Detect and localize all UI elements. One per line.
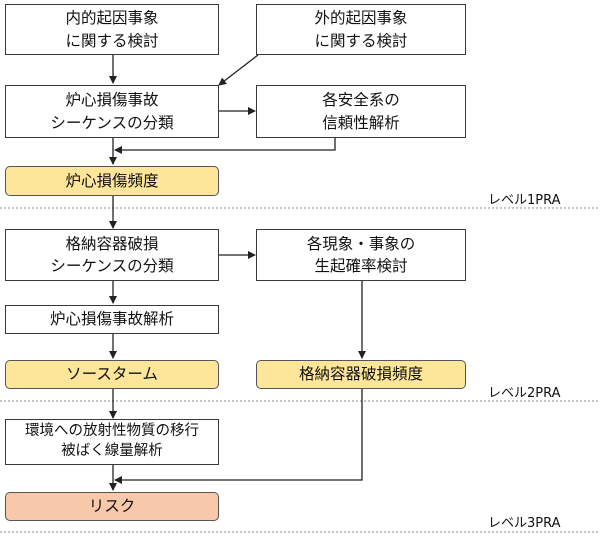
core-damage-sequence-classification-box: 炉心損傷事故 シーケンスの分類 bbox=[5, 85, 219, 138]
arrow-external-to-classification bbox=[218, 54, 259, 86]
containment-failure-sequence-classification-box: 格納容器破損 シーケンスの分類 bbox=[5, 229, 219, 281]
level1-label: レベル1PRA bbox=[488, 193, 561, 208]
arrow-reliability-to-frequency bbox=[114, 138, 336, 154]
arrow-failure-frequency-to-risk bbox=[114, 389, 363, 484]
source-term-box: ソースターム bbox=[5, 360, 219, 389]
level3-label: レベル3PRA bbox=[488, 516, 561, 531]
core-damage-frequency-box: 炉心損傷頻度 bbox=[5, 166, 219, 196]
safety-system-reliability-box: 各安全系の 信頼性解析 bbox=[256, 85, 466, 138]
core-damage-accident-analysis-box: 炉心損傷事故解析 bbox=[5, 305, 219, 334]
phenomena-probability-box: 各現象・事象の 生起確率検討 bbox=[256, 229, 466, 281]
external-events-box: 外的起因事象 に関する検討 bbox=[256, 4, 466, 55]
risk-box: リスク bbox=[5, 492, 219, 521]
level2-label: レベル2PRA bbox=[488, 386, 561, 401]
internal-events-box: 内的起因事象 に関する検討 bbox=[5, 4, 219, 55]
containment-failure-frequency-box: 格納容器破損頻度 bbox=[256, 360, 466, 389]
environmental-transport-dose-analysis-box: 環境への放射性物質の移行 被ばく線量解析 bbox=[5, 419, 219, 465]
